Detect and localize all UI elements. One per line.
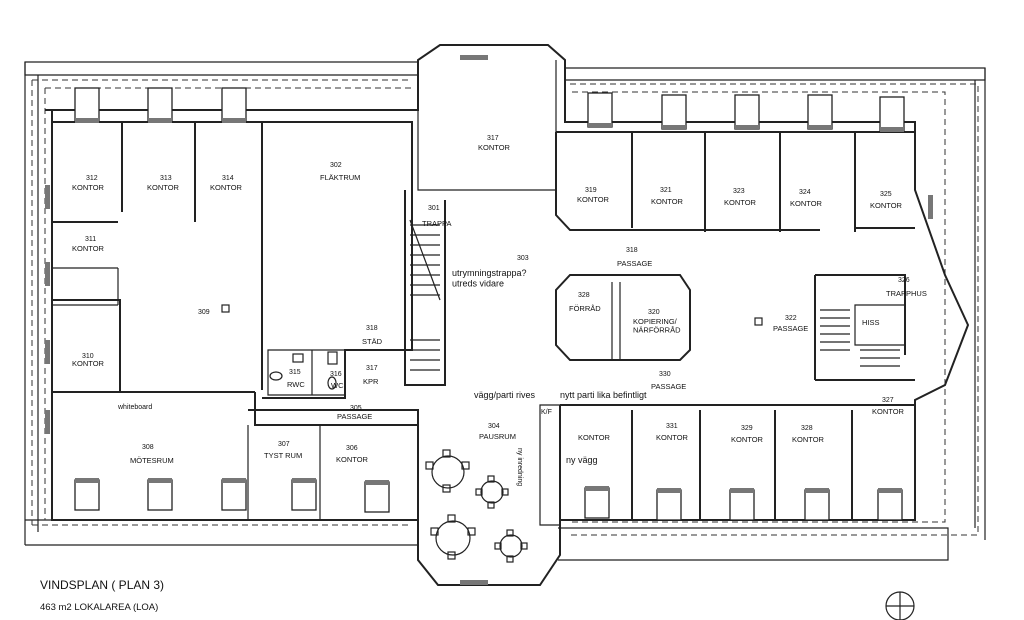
- room-number: 329: [741, 425, 753, 432]
- title-block: VINDSPLAN ( PLAN 3) 463 m2 LOKALAREA (LO…: [40, 578, 164, 613]
- room-number: 309: [198, 309, 210, 316]
- room-number: 310: [82, 353, 94, 360]
- room-name: MÖTESRUM: [130, 456, 174, 465]
- room-name: PASSAGE: [617, 259, 652, 268]
- room-number: 331: [666, 423, 678, 430]
- roof-outline: [24, 61, 986, 561]
- room-name: PASSAGE: [651, 382, 686, 391]
- room-name: KONTOR: [578, 433, 611, 442]
- room-name: TRAPPHUS: [886, 289, 927, 298]
- room-name: KONTOR: [478, 143, 511, 152]
- room-name: KONTOR: [656, 433, 689, 442]
- room-name: KONTOR: [724, 198, 757, 207]
- room-name: TRAPPA: [422, 219, 451, 228]
- room-number: 317: [487, 135, 499, 142]
- escape-stair-note: utrymningstrappa?utreds vidare: [452, 268, 527, 288]
- room-number: 326: [898, 277, 910, 284]
- bathroom-fixtures: [221, 304, 763, 390]
- room-name: KONTOR: [336, 455, 369, 464]
- break-room-tables: [425, 449, 528, 563]
- room-name: KONTOR: [72, 359, 105, 368]
- room-number: 320: [648, 309, 660, 316]
- north-arrow-icon: [885, 591, 915, 620]
- room-number: 324: [799, 189, 811, 196]
- room-name: KONTOR: [872, 407, 905, 416]
- room-number: 325: [880, 191, 892, 198]
- stair-326: [820, 309, 900, 367]
- room-name: TYST RUM: [264, 451, 302, 460]
- room-name: KONTOR: [790, 199, 823, 208]
- area-label: 463 m2 LOKALAREA (LOA): [40, 602, 158, 613]
- room-number: 302: [330, 162, 342, 169]
- room-name: KONTOR: [147, 183, 180, 192]
- wall-removed-note: vägg/parti rives: [474, 390, 536, 400]
- room-name: FÖRRÅD: [569, 304, 601, 313]
- room-labels: 312 KONTOR 313 KONTOR 314 KONTOR 311 KON…: [72, 135, 927, 465]
- room-name: WC: [331, 381, 344, 390]
- room-name: KONTOR: [792, 435, 825, 444]
- room-name: KONTOR: [870, 201, 903, 210]
- stair-301: [409, 219, 441, 371]
- room-name: STÄD: [362, 337, 383, 346]
- new-wall-note: ny vägg: [566, 455, 598, 465]
- whiteboard-label: whiteboard: [117, 404, 152, 411]
- room-number: 305: [350, 405, 362, 412]
- room-name: RWC: [287, 380, 305, 389]
- room-number: 318: [366, 325, 378, 332]
- room-number: 313: [160, 175, 172, 182]
- room-number: 328: [578, 292, 590, 299]
- room-number: 312: [86, 175, 98, 182]
- room-number: 303: [517, 255, 529, 262]
- room-number: 323: [733, 188, 745, 195]
- room-name: FLÄKTRUM: [320, 173, 360, 182]
- room-number: 316: [330, 371, 342, 378]
- room-number: 308: [142, 444, 154, 451]
- room-number: 318: [626, 247, 638, 254]
- room-number: 301: [428, 205, 440, 212]
- room-name: PASSAGE: [337, 412, 372, 421]
- lift-label: HISS: [862, 318, 880, 327]
- room-number: 322: [785, 315, 797, 322]
- building-walls: [45, 44, 970, 586]
- room-number: 330: [659, 371, 671, 378]
- room-number: 304: [488, 423, 500, 430]
- room-number: 307: [278, 441, 290, 448]
- new-partition-note: nytt parti lika befintligt: [560, 390, 647, 400]
- room-name: KONTOR: [651, 197, 684, 206]
- room-name: PAUSRUM: [479, 432, 516, 441]
- room-name: KONTOR: [72, 183, 105, 192]
- room-name: KOPIERING/NÄRFÖRRÅD: [633, 317, 681, 335]
- room-number: 321: [660, 187, 672, 194]
- room-name: KONTOR: [577, 195, 610, 204]
- room-number: 314: [222, 175, 234, 182]
- annotations: utrymningstrappa?utreds vidare vägg/part…: [117, 268, 880, 486]
- new-fitout-note: ny inredning: [516, 448, 523, 486]
- room-number: 315: [289, 369, 301, 376]
- room-number: 328: [801, 425, 813, 432]
- room-name: PASSAGE: [773, 324, 808, 333]
- room-number: 327: [882, 397, 894, 404]
- windows: [45, 55, 933, 585]
- kitchen-unit-label: K/F: [541, 409, 552, 416]
- room-number: 319: [585, 187, 597, 194]
- room-number: 306: [346, 445, 358, 452]
- room-number: 317: [366, 365, 378, 372]
- room-name: KONTOR: [72, 244, 105, 253]
- room-name: KPR: [363, 377, 379, 386]
- room-number: 311: [85, 236, 96, 243]
- room-name: KONTOR: [210, 183, 243, 192]
- drawing-title: VINDSPLAN ( PLAN 3): [40, 578, 164, 592]
- room-name: KONTOR: [731, 435, 764, 444]
